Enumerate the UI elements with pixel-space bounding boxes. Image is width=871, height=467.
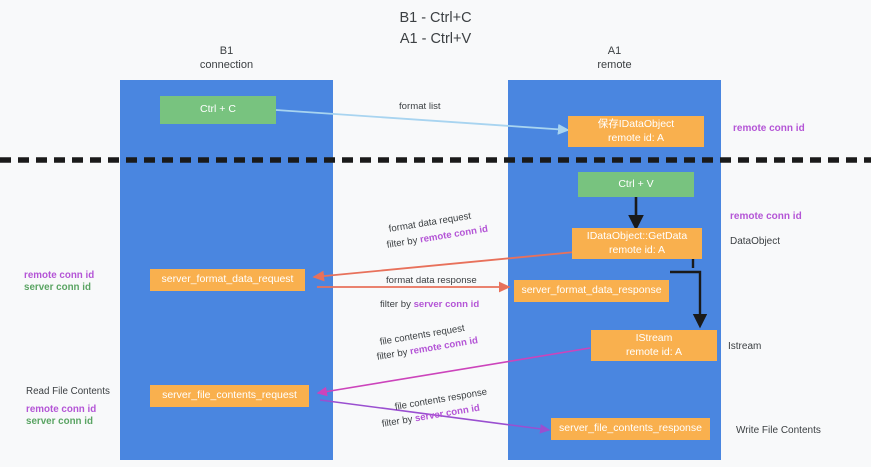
node-server-file-contents-request-label: server_file_contents_request (162, 389, 297, 402)
node-ctrl-c[interactable]: Ctrl + C (160, 96, 276, 124)
edge-label-format-data-response-filter: filter by server conn id (380, 299, 479, 312)
node-server-format-data-response[interactable]: server_format_data_response (514, 280, 669, 302)
diagram-title: B1 - Ctrl+C A1 - Ctrl+V (0, 8, 871, 49)
annotation-right-remote-conn-id-top: remote conn id (733, 123, 805, 134)
filter-key-server-conn-id-1: server conn id (413, 299, 480, 310)
node-idataobject-getdata-line1: IDataObject::GetData (586, 230, 688, 243)
node-server-file-contents-request[interactable]: server_file_contents_request (150, 385, 309, 407)
annotation-left2-server-conn-id: server conn id (26, 416, 93, 427)
edge-label-format-list: format list (399, 101, 441, 114)
edge-label-format-data-response: format data response (386, 275, 477, 288)
node-ctrl-c-label: Ctrl + C (200, 103, 236, 116)
edge-format-list (275, 109, 570, 135)
annotation-read-file-contents: Read File Contents (26, 386, 110, 397)
node-server-format-data-response-label: server_format_data_response (521, 284, 662, 297)
annotation-right-write-file-contents: Write File Contents (736, 425, 821, 436)
node-istream-line2: remote id: A (625, 345, 683, 358)
node-ctrl-v[interactable]: Ctrl + V (578, 172, 694, 197)
annotation-left-server-conn-id: server conn id (24, 282, 91, 293)
annotation-left-remote-conn-id: remote conn id (24, 270, 95, 281)
column-header-b1: B1 connection (120, 44, 333, 73)
title-line-2: A1 - Ctrl+V (399, 30, 472, 47)
node-istream-line1: IStream (635, 332, 673, 345)
node-istream[interactable]: IStream remote id: A (591, 330, 717, 361)
edge-label-format-list-text: format list (399, 101, 441, 112)
annotation-left2-remote-conn-id: remote conn id (26, 404, 97, 415)
title-line-1: B1 - Ctrl+C (399, 10, 472, 26)
column-header-a1: A1 remote (508, 44, 721, 73)
column-header-a1-name: A1 (607, 45, 622, 57)
node-server-format-data-request[interactable]: server_format_data_request (150, 269, 305, 291)
node-save-idataobject[interactable]: 保存IDataObject remote id: A (568, 116, 704, 147)
edge-file-contents-response (319, 399, 551, 434)
annotation-right-istream: Istream (728, 341, 762, 352)
edge-file-contents-request (316, 347, 591, 397)
node-ctrl-v-label: Ctrl + V (618, 177, 654, 190)
node-server-format-data-request-label: server_format_data_request (161, 273, 294, 286)
edge-format-data-request (312, 251, 576, 282)
node-idataobject-getdata-line2: remote id: A (608, 243, 666, 256)
column-header-b1-name: B1 (219, 45, 234, 57)
node-save-idataobject-line2: remote id: A (607, 131, 665, 144)
column-header-b1-sub: connection (199, 59, 254, 72)
node-server-file-contents-response-label: server_file_contents_response (558, 422, 702, 435)
edge-response-to-istream (670, 270, 708, 329)
column-header-a1-sub: remote (597, 59, 632, 72)
annotation-right-dataobject: DataObject (730, 236, 781, 247)
edge-label-format-data-response-text: format data response (386, 275, 477, 286)
node-save-idataobject-line1: 保存IDataObject (597, 118, 675, 131)
node-idataobject-getdata[interactable]: IDataObject::GetData remote id: A (572, 228, 702, 259)
node-server-file-contents-response[interactable]: server_file_contents_response (551, 418, 710, 440)
annotation-right-remote-conn-id-mid: remote conn id (730, 211, 802, 222)
filter-prefix-2: filter by (380, 299, 414, 310)
